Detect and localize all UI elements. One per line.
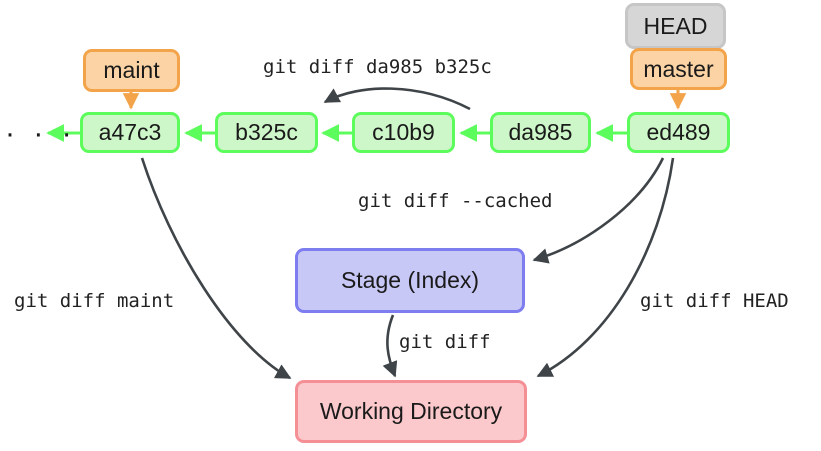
label-git-diff: git diff [399, 331, 491, 353]
commit-ed489[interactable]: ed489 [627, 112, 730, 153]
label-git-diff-head: git diff HEAD [640, 290, 789, 312]
ref-master[interactable]: master [630, 48, 727, 90]
commit-c10b9[interactable]: c10b9 [352, 112, 455, 153]
older-commits-ellipsis: · · · [5, 117, 77, 150]
ref-maint[interactable]: maint [83, 49, 180, 92]
commit-da985[interactable]: da985 [490, 112, 591, 153]
label-git-diff-maint: git diff maint [14, 290, 175, 312]
edge-diff-stage-to-workdir [382, 314, 398, 378]
commit-b325c[interactable]: b325c [215, 112, 318, 153]
stage-index-box[interactable]: Stage (Index) [295, 248, 525, 313]
edge-diff-head-ed489-to-workdir [536, 157, 675, 378]
commit-a47c3[interactable]: a47c3 [80, 112, 180, 153]
edge-diff-cached-ed489-to-stage [532, 157, 665, 264]
ref-head[interactable]: HEAD [625, 3, 726, 49]
working-directory-box[interactable]: Working Directory [295, 380, 527, 443]
edge-diff-da985-b325c [323, 87, 471, 111]
label-git-diff-commits: git diff da985 b325c [263, 56, 492, 78]
edge-diff-maint-a47c3-to-workdir [140, 157, 292, 380]
label-git-diff-cached: git diff --cached [358, 190, 553, 212]
